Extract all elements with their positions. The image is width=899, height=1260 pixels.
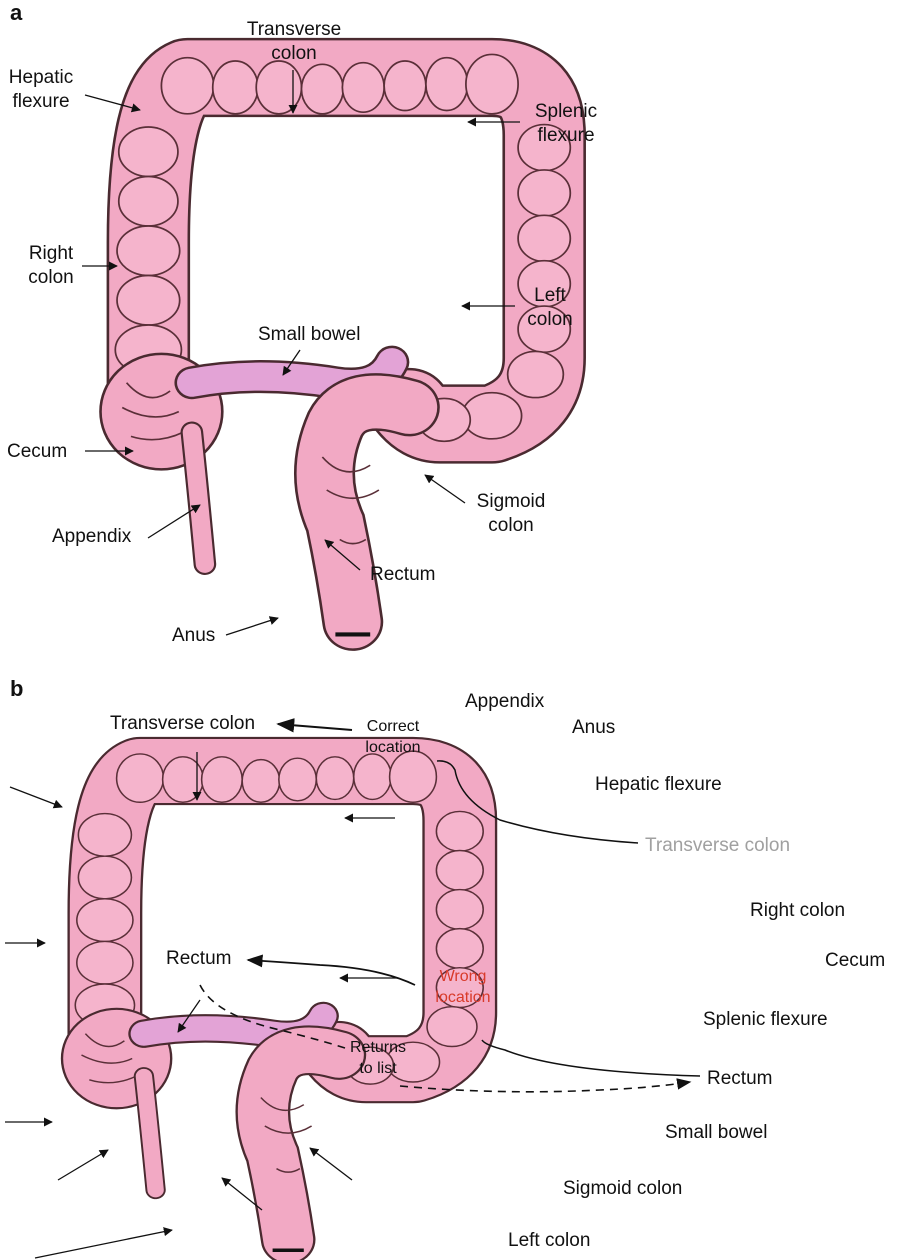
label-small-bowel: Small bowel bbox=[258, 323, 360, 347]
list-item-anus[interactable]: Anus bbox=[572, 716, 615, 740]
placed-label-rectum[interactable]: Rectum bbox=[166, 947, 231, 971]
placed-label-transverse-colon[interactable]: Transverse colon bbox=[110, 712, 255, 736]
label-rectum: Rectum bbox=[370, 563, 435, 587]
label-cecum: Cecum bbox=[7, 440, 67, 464]
note-returns-to-list: Returns to list bbox=[344, 1037, 412, 1079]
label-anus: Anus bbox=[172, 624, 215, 648]
panel-label-b: b bbox=[10, 676, 23, 702]
label-appendix: Appendix bbox=[52, 525, 131, 549]
label-right-colon: Right colon bbox=[22, 242, 80, 290]
list-item-rectum[interactable]: Rectum bbox=[707, 1067, 772, 1091]
list-item-splenic-flexure[interactable]: Splenic flexure bbox=[703, 1008, 828, 1032]
list-item-sigmoid-colon[interactable]: Sigmoid colon bbox=[563, 1177, 682, 1201]
panel-b-arrows bbox=[5, 752, 398, 1258]
panel-label-a: a bbox=[10, 0, 22, 26]
note-correct-location: Correct location bbox=[350, 716, 436, 758]
label-hepatic-flexure: Hepatic flexure bbox=[0, 66, 82, 114]
list-item-left-colon[interactable]: Left colon bbox=[508, 1229, 590, 1253]
list-item-appendix[interactable]: Appendix bbox=[465, 690, 544, 714]
list-item-transverse-colon[interactable]: Transverse colon bbox=[645, 834, 790, 858]
list-item-small-bowel[interactable]: Small bowel bbox=[665, 1121, 767, 1145]
note-wrong-location: Wrong location bbox=[420, 966, 506, 1008]
label-left-colon: Left colon bbox=[520, 284, 580, 332]
list-item-hepatic-flexure[interactable]: Hepatic flexure bbox=[595, 773, 722, 797]
label-transverse-colon: Transverse colon bbox=[234, 18, 354, 66]
list-item-right-colon[interactable]: Right colon bbox=[750, 899, 845, 923]
label-sigmoid-colon: Sigmoid colon bbox=[470, 490, 552, 538]
list-item-cecum[interactable]: Cecum bbox=[825, 949, 885, 973]
label-splenic-flexure: Splenic flexure bbox=[520, 100, 612, 148]
